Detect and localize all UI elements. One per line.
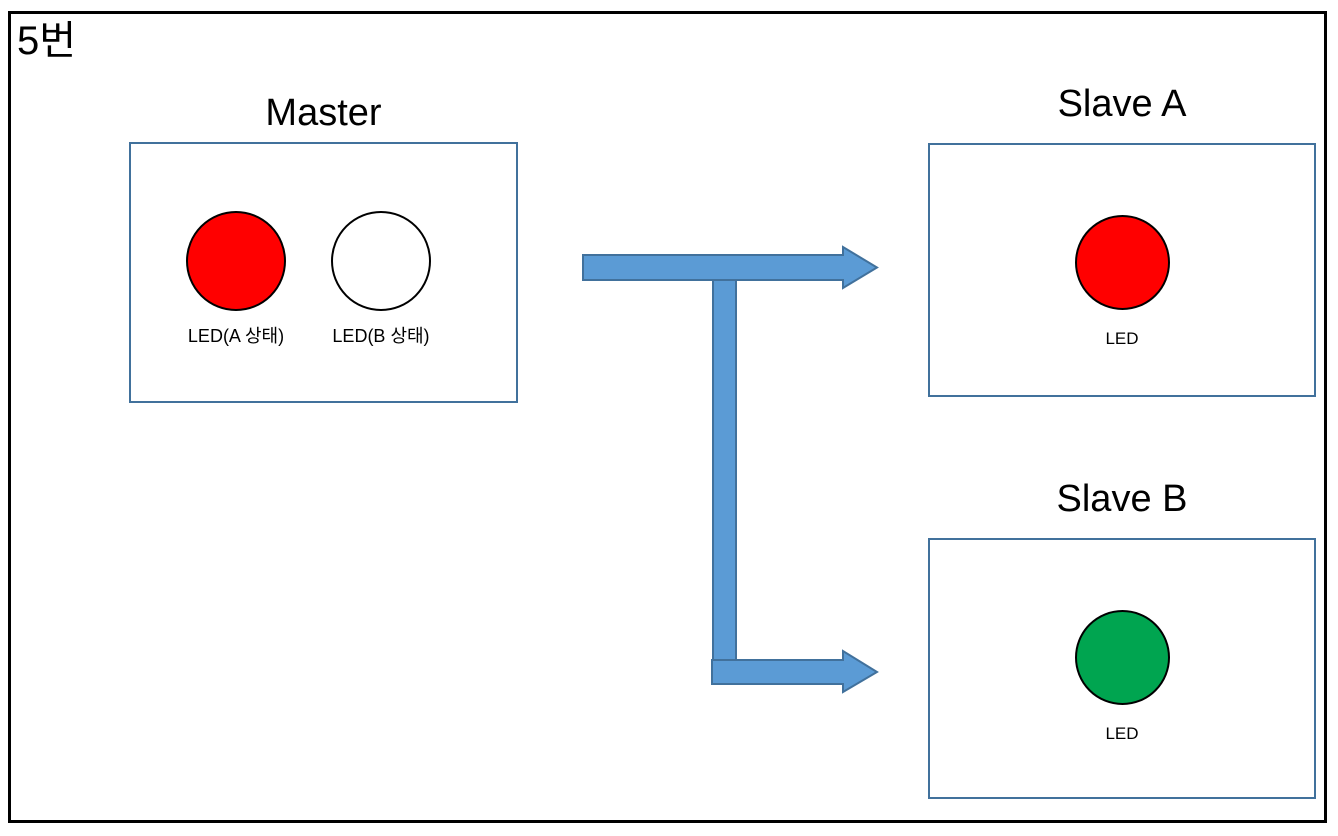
device-box-slave-b: LED [928, 538, 1316, 799]
led-indicator-slave-b[interactable] [1074, 610, 1170, 705]
device-title-master: Master [265, 92, 382, 134]
led-unit-slave-a: LED [1057, 215, 1187, 350]
led-label-slave-a: LED [1105, 329, 1139, 348]
device-box-slave-a: LED [928, 143, 1316, 397]
led-label-master-a: LED(A 상태) [187, 326, 285, 346]
led-label-slave-b: LED [1105, 724, 1139, 743]
device-title-slave-b: Slave B [1056, 478, 1188, 520]
led-label-master-b: LED(B 상태) [332, 326, 430, 346]
led-unit-master-a: LED(A 상태) [171, 211, 301, 347]
connection-label-master-to-slave-b: master-to-slave-b [0, 0, 1, 1]
device-title-slave-a: Slave A [1057, 83, 1187, 125]
slide-frame [8, 11, 1327, 823]
connection-label-master-to-slave-a: master-to-slave-a [0, 0, 1, 1]
led-indicator-master-a[interactable] [186, 211, 286, 311]
led-indicator-master-b[interactable] [331, 211, 431, 311]
led-indicator-slave-a[interactable] [1074, 215, 1170, 310]
page-title: 5번 [17, 19, 77, 63]
device-box-master: LED(A 상태) LED(B 상태) [129, 142, 518, 403]
led-unit-master-b: LED(B 상태) [316, 211, 446, 347]
led-unit-slave-b: LED [1057, 610, 1187, 745]
